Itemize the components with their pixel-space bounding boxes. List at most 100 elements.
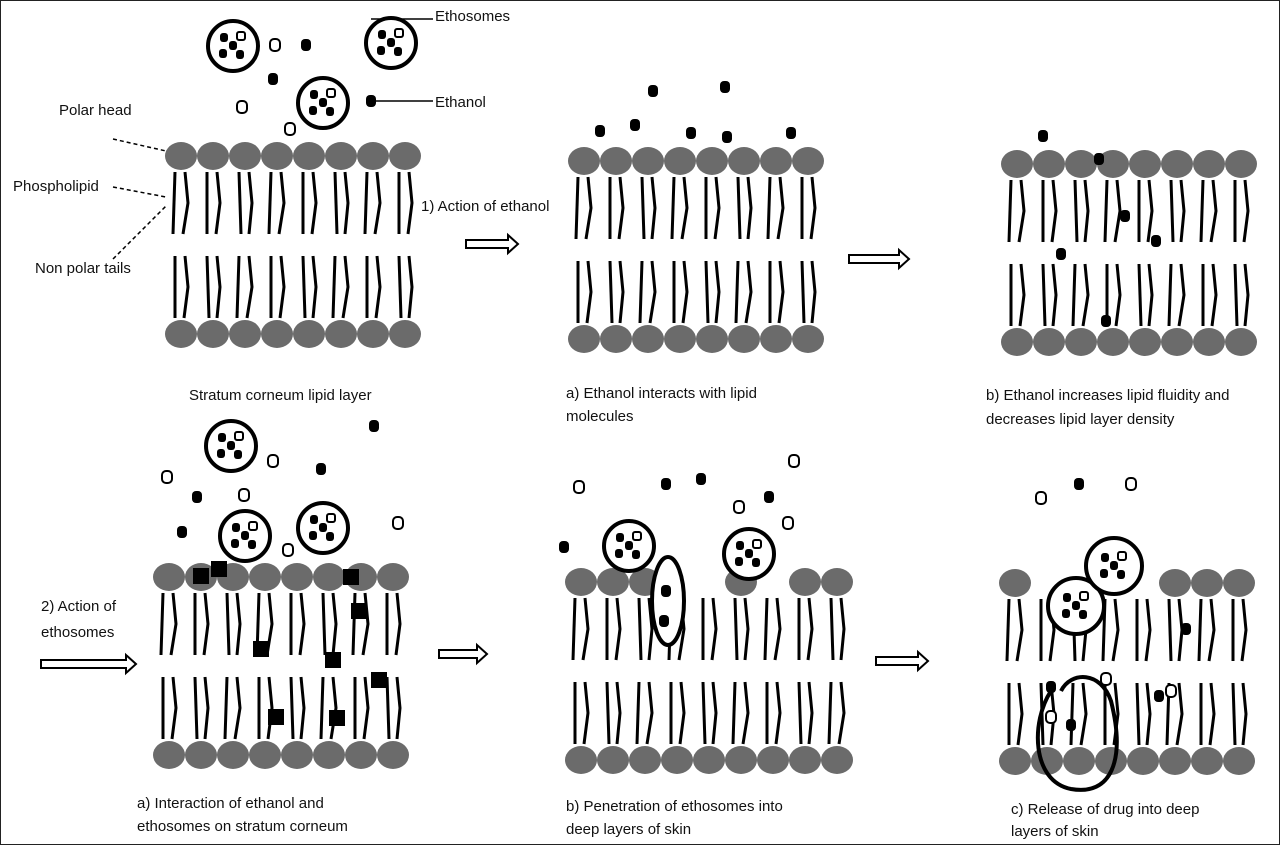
lipid-tail xyxy=(1199,599,1201,661)
lipid-tail xyxy=(204,593,208,655)
lipid-tail xyxy=(765,598,767,660)
lipid-tail xyxy=(839,682,844,744)
lipid-tail xyxy=(1147,683,1150,745)
drug-molecule-open xyxy=(327,89,335,97)
lipid-tail xyxy=(642,177,644,239)
ethanol-molecule xyxy=(720,81,730,93)
ethanol-molecule xyxy=(616,533,624,542)
lipid-tail xyxy=(703,682,705,744)
lipid-tail xyxy=(639,598,641,660)
lipid-tail xyxy=(1212,264,1216,326)
process-arrow xyxy=(876,652,928,670)
lipid-tail xyxy=(1235,264,1237,326)
lipid-tail xyxy=(829,682,831,744)
lipid-tail xyxy=(1105,180,1107,242)
ethanol-molecule xyxy=(1072,601,1080,610)
lipid-head xyxy=(325,142,357,170)
lipid-tail xyxy=(706,261,708,323)
lipid-tail xyxy=(812,261,815,323)
lipid-head xyxy=(1159,569,1191,597)
drug-molecule-open xyxy=(249,522,257,530)
drug-molecule xyxy=(239,489,249,501)
lipid-head xyxy=(389,142,421,170)
lipid-head xyxy=(568,147,600,175)
drug-molecule xyxy=(162,471,172,483)
ethanol-molecule xyxy=(1101,553,1109,562)
lipid-head xyxy=(1129,328,1161,356)
lipid-tail xyxy=(746,261,751,323)
drug-molecule xyxy=(285,123,295,135)
drug-molecule xyxy=(574,481,584,493)
lipid-tail xyxy=(778,177,783,239)
lipid-head xyxy=(153,741,185,769)
lipid-tail xyxy=(300,593,304,655)
leader-line xyxy=(113,206,166,259)
ethanol-molecule xyxy=(1046,681,1056,693)
lipid-tail xyxy=(408,172,412,234)
ethosome-fragment xyxy=(193,568,209,584)
drug-molecule xyxy=(283,544,293,556)
lipid-head xyxy=(728,325,760,353)
drug-molecule-open xyxy=(235,432,243,440)
ethanol-molecule xyxy=(309,106,317,115)
drug-molecule xyxy=(1166,685,1176,697)
lipid-head xyxy=(377,741,409,769)
lipid-head xyxy=(261,320,293,348)
lipid-tail xyxy=(1081,683,1086,745)
ethosome-fragment xyxy=(325,652,341,668)
ethanol-molecule xyxy=(301,39,311,51)
lipid-head xyxy=(1191,747,1223,775)
ethanol-molecule xyxy=(1181,623,1191,635)
lipid-head xyxy=(999,747,1031,775)
label-non-polar-tails: Non polar tails xyxy=(35,259,131,279)
lipid-tail xyxy=(584,682,588,744)
lipid-head xyxy=(1161,150,1193,178)
lipid-head xyxy=(1033,150,1065,178)
lipid-tail xyxy=(775,598,780,660)
ethanol-molecule xyxy=(192,491,202,503)
caption-b1-line2: decreases lipid layer density xyxy=(986,409,1174,430)
lipid-head xyxy=(600,147,632,175)
ethanol-molecule xyxy=(686,127,696,139)
lipid-tail xyxy=(363,593,368,655)
lipid-head xyxy=(664,147,696,175)
lipid-tail xyxy=(1043,264,1045,326)
lipid-tail xyxy=(1149,264,1152,326)
lipid-tail xyxy=(387,677,389,739)
ethanol-molecule xyxy=(1120,210,1130,222)
caption-b2-line1: b) Penetration of ethosomes into xyxy=(566,796,783,817)
ethanol-molecule xyxy=(595,125,605,137)
lipid-tail xyxy=(343,256,348,318)
ethanol-molecule xyxy=(648,85,658,97)
lipid-head xyxy=(1193,150,1225,178)
ethanol-molecule xyxy=(1066,719,1076,731)
lipid-tail xyxy=(1052,180,1056,242)
ethanol-molecule xyxy=(1079,610,1087,619)
drug-molecule-open xyxy=(1118,552,1126,560)
caption-c2-line1: c) Release of drug into deep xyxy=(1011,799,1199,820)
lipid-head xyxy=(325,320,357,348)
lipid-head xyxy=(757,746,789,774)
lipid-tail xyxy=(745,598,748,660)
lipid-tail xyxy=(683,261,687,323)
lipid-head xyxy=(725,746,757,774)
lipid-head xyxy=(1127,747,1159,775)
lipid-head xyxy=(821,568,853,596)
ethanol-molecule xyxy=(326,107,334,116)
drug-molecule xyxy=(268,455,278,467)
lipid-tail xyxy=(397,677,400,739)
ethanol-molecule xyxy=(735,557,743,566)
ethanol-molecule xyxy=(310,90,318,99)
lipid-tail xyxy=(1137,683,1139,745)
lipid-head xyxy=(165,320,197,348)
ethanol-molecule xyxy=(1151,235,1161,247)
lipid-tail xyxy=(1171,180,1173,242)
label-action-of-ethanol: 1) Action of ethanol xyxy=(421,197,549,217)
lipid-tail xyxy=(1009,180,1011,242)
ethosome-fragment xyxy=(268,709,284,725)
lipid-tail xyxy=(333,593,336,655)
lipid-tail xyxy=(715,177,719,239)
lipid-head xyxy=(185,741,217,769)
process-arrow xyxy=(849,250,909,268)
lipid-head xyxy=(261,142,293,170)
